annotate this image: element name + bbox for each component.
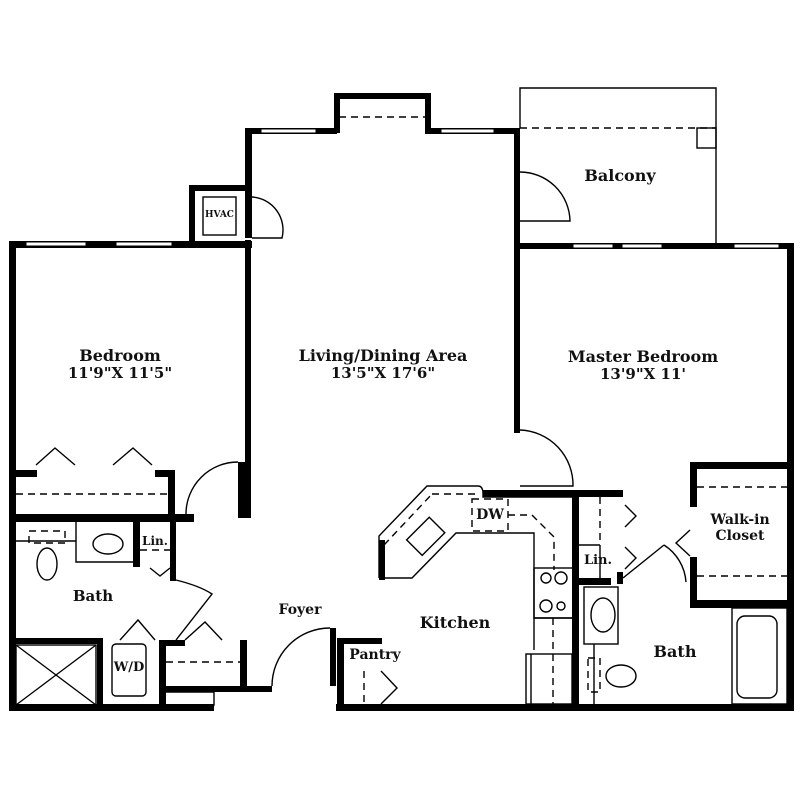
bedroom-label: Bedroom 11'9"X 11'5"	[30, 346, 210, 383]
foyer-label: Foyer	[278, 602, 322, 618]
master-bedroom-label: Master Bedroom 13'9"X 11'	[548, 347, 738, 384]
closet-line-1: Walk-in	[710, 512, 770, 528]
living-dining-name: Living/Dining Area	[298, 346, 468, 365]
living-dining-label: Living/Dining Area 13'5"X 17'6"	[268, 346, 498, 383]
balcony-label: Balcony	[584, 166, 656, 185]
living-dining-dimensions: 13'5"X 17'6"	[330, 364, 436, 383]
exterior-walls	[9, 93, 794, 711]
pantry-label: Pantry	[349, 647, 401, 663]
closet-line-2: Closet	[715, 528, 765, 545]
kitchen-fixtures	[378, 485, 623, 710]
bedroom-closet	[9, 447, 246, 522]
linen-2-label: Lin.	[583, 553, 613, 568]
entry-door-swing	[271, 627, 331, 687]
bath-1	[9, 521, 272, 711]
linen-1-label: Lin.	[142, 534, 168, 548]
foyer-wall	[247, 686, 272, 692]
master-suite-fixtures	[519, 429, 794, 705]
bath-1-label: Bath	[72, 587, 114, 605]
pantry	[337, 638, 398, 711]
hvac-label: HVAC	[205, 210, 234, 220]
bath-2-label: Bath	[653, 642, 697, 661]
hvac-door-swing	[251, 196, 284, 239]
master-bedroom-name: Master Bedroom	[567, 347, 719, 366]
entry-door-jamb	[330, 628, 336, 686]
dishwasher-label: DW	[476, 507, 504, 523]
hvac-unit	[202, 196, 237, 236]
kitchen-label: Kitchen	[419, 613, 491, 632]
balcony-outline	[335, 87, 717, 243]
master-bedroom-dimensions: 13'9"X 11'	[599, 365, 687, 384]
walk-in-closet-label: Walk-in Closet	[700, 512, 780, 544]
bedroom-name: Bedroom	[79, 346, 161, 365]
bedroom-dimensions: 11'9"X 11'5"	[67, 364, 173, 383]
washer-dryer-label: W/D	[113, 660, 145, 675]
